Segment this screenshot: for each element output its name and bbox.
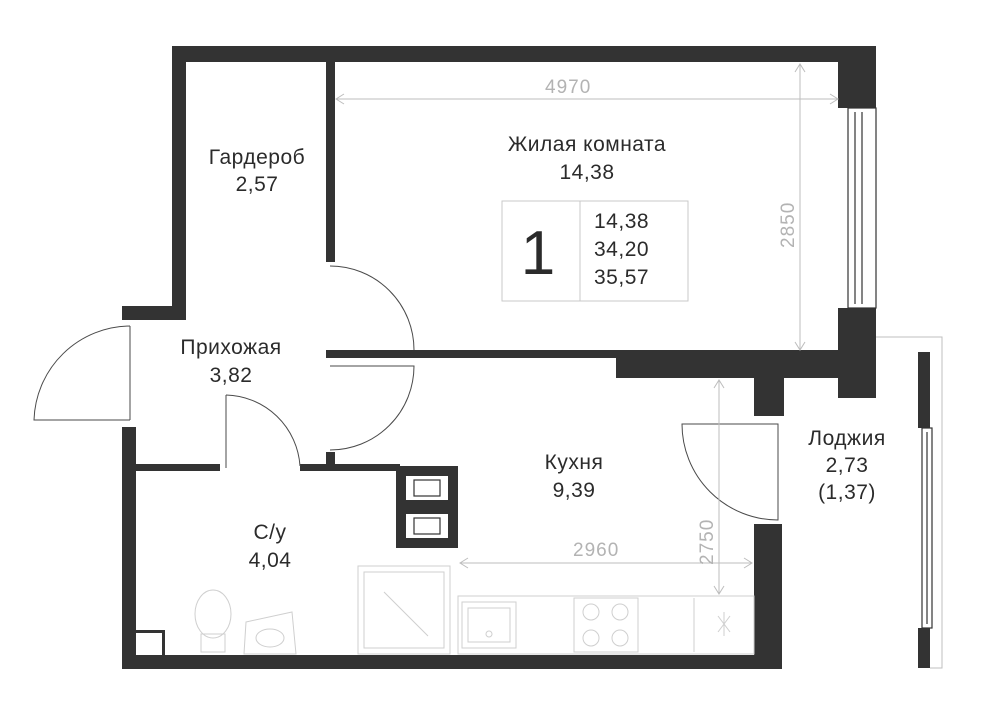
- room-wardrobe-name: Гардероб: [209, 146, 305, 169]
- partition-bath-top-right: [300, 464, 400, 471]
- wall-right-top: [838, 46, 876, 108]
- room-kitchen-name: Кухня: [545, 451, 604, 474]
- room-living-name: Жилая комната: [508, 133, 666, 156]
- door-loggia: [681, 423, 779, 521]
- room-hall-name: Прихожая: [180, 336, 281, 359]
- room-loggia-name: Лоджия: [808, 427, 885, 450]
- wall-loggia-pier: [754, 350, 784, 416]
- room-wardrobe-area: 2,57: [236, 173, 279, 196]
- wall-loggia-right-bottom: [918, 628, 930, 668]
- summary-total-with-loggia: 35,57: [594, 266, 649, 289]
- shower-tray: [357, 565, 451, 655]
- dim-living-depth: 2850: [778, 202, 799, 248]
- windows: [847, 107, 943, 669]
- dim-kitchen-width: 2960: [573, 540, 619, 561]
- door-entrance: [33, 325, 131, 421]
- room-loggia-area-reduced: (1,37): [818, 481, 876, 504]
- wall-top: [172, 46, 876, 62]
- summary-box: 1 14,38 34,20 35,57: [501, 200, 689, 302]
- window-living: [847, 107, 877, 309]
- wall-loggia-right-top: [918, 352, 930, 428]
- room-hall-area: 3,82: [210, 364, 253, 387]
- summary-total-area: 34,20: [594, 238, 649, 261]
- room-living-area: 14,38: [559, 161, 614, 184]
- walls: [122, 46, 930, 669]
- wall-bottom: [122, 655, 782, 669]
- door-wardrobe: [329, 265, 415, 351]
- dim-kitchen-depth: 2750: [697, 519, 718, 565]
- partition-wardrobe: [326, 62, 335, 262]
- partition-bath-top-left: [136, 464, 220, 471]
- door-bath: [225, 394, 301, 467]
- room-labels: Жилая комната 14,38 Гардероб 2,57 Прихож…: [180, 133, 885, 572]
- window-loggia: [921, 427, 933, 629]
- room-kitchen-area: 9,39: [553, 479, 596, 502]
- room-bath-name: С/у: [254, 521, 287, 544]
- kitchen-sink: [461, 601, 517, 649]
- partition-living-kitchen: [326, 350, 616, 358]
- dimensions: 4970 2850 2960 2750: [335, 63, 839, 595]
- doors: [33, 265, 779, 521]
- toilet: [194, 589, 232, 639]
- cooktop: [573, 597, 639, 653]
- fixtures: [194, 466, 755, 655]
- wall-left-bath: [122, 427, 136, 669]
- room-bath-area: 4,04: [249, 549, 292, 572]
- shaft-side: [162, 630, 165, 656]
- kitchen-counter: [457, 595, 755, 655]
- wall-left-wardrobe: [172, 46, 186, 320]
- wall-kitchen-top: [616, 350, 876, 378]
- summary-living-area: 14,38: [594, 210, 649, 233]
- wall-loggia-lower: [754, 524, 782, 669]
- door-living: [329, 365, 415, 451]
- wall-step: [122, 306, 186, 320]
- washbasin: [243, 611, 297, 655]
- shaft-top: [136, 630, 164, 633]
- room-loggia-area: 2,73: [826, 454, 869, 477]
- partition-stub: [326, 452, 335, 468]
- summary-frame: [501, 200, 689, 302]
- summary-rooms-count: 1: [521, 219, 555, 288]
- dim-living-width: 4970: [545, 77, 591, 98]
